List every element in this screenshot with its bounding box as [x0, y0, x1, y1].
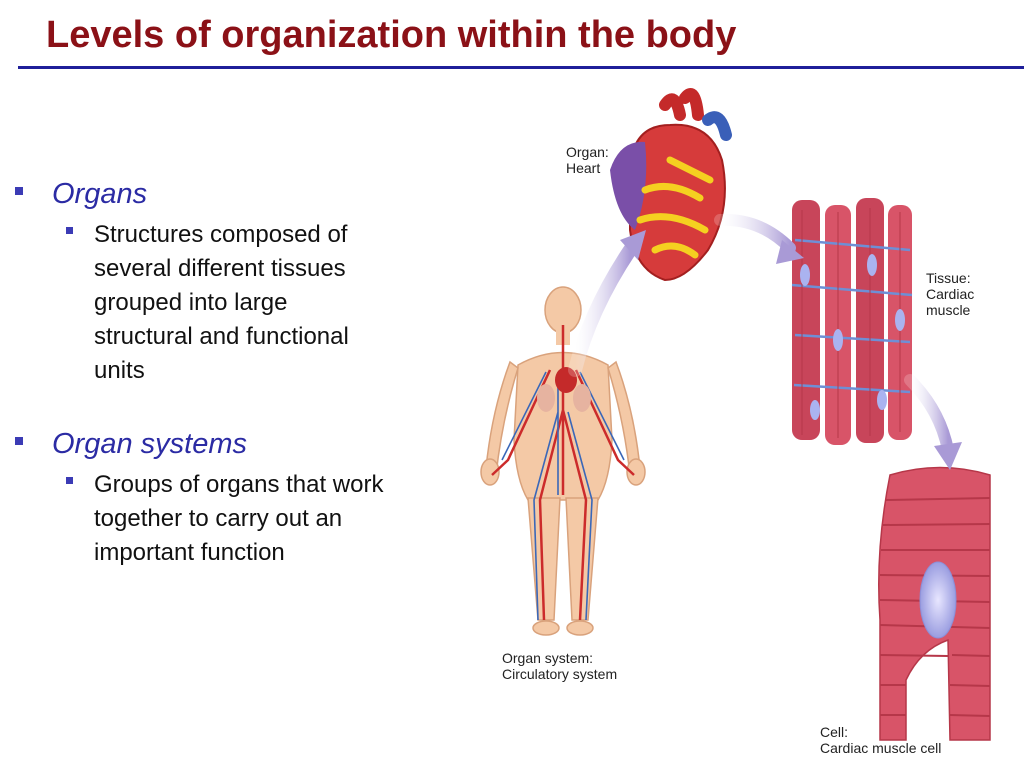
sub-bullet-line: Structures composed of: [94, 221, 348, 248]
sub-bullet-line: important function: [94, 539, 285, 566]
level-arrows: [568, 213, 962, 470]
cardiac-cell-illustration: [878, 466, 991, 741]
bullet-organ-systems: Organ systems: [12, 426, 452, 462]
sub-bullet-line: several different tissues: [94, 255, 346, 282]
sub-bullet-organs: Structures composed of several different…: [12, 218, 452, 388]
bullet-list: Organs Structures composed of several di…: [12, 176, 452, 570]
label-cell: Cell: Cardiac muscle cell: [820, 724, 942, 756]
label-organ: Organ: Heart: [566, 144, 609, 176]
sub-bullet-line: Groups of organs that work: [94, 471, 384, 498]
bullet-square-icon: [15, 187, 23, 195]
bullet-heading-organ-systems: Organ systems: [52, 428, 247, 460]
slide-title: Levels of organization within the body: [46, 14, 737, 56]
bullet-square-icon: [66, 477, 73, 484]
human-body-illustration: [480, 286, 646, 636]
sub-bullet-line: units: [94, 357, 145, 384]
sub-bullet-line: structural and functional: [94, 323, 349, 350]
figure-artwork: [480, 88, 991, 741]
title-divider: [18, 66, 1024, 69]
sub-bullet-line: grouped into large: [94, 289, 288, 316]
bullet-square-icon: [66, 227, 73, 234]
label-organ-system: Organ system: Circulatory system: [502, 650, 618, 682]
bullet-heading-organs: Organs: [52, 178, 148, 210]
organization-figure: Organ: Heart Tissue: Cardiac muscle Orga…: [470, 80, 1024, 768]
bullet-square-icon: [15, 437, 23, 445]
sub-bullet-organ-systems: Groups of organs that work together to c…: [12, 468, 452, 570]
bullet-organs: Organs: [12, 176, 452, 212]
label-tissue: Tissue: Cardiac muscle: [926, 270, 975, 318]
sub-bullet-line: together to carry out an: [94, 505, 343, 532]
heart-illustration: [610, 88, 732, 282]
cardiac-tissue-illustration: [791, 198, 913, 445]
